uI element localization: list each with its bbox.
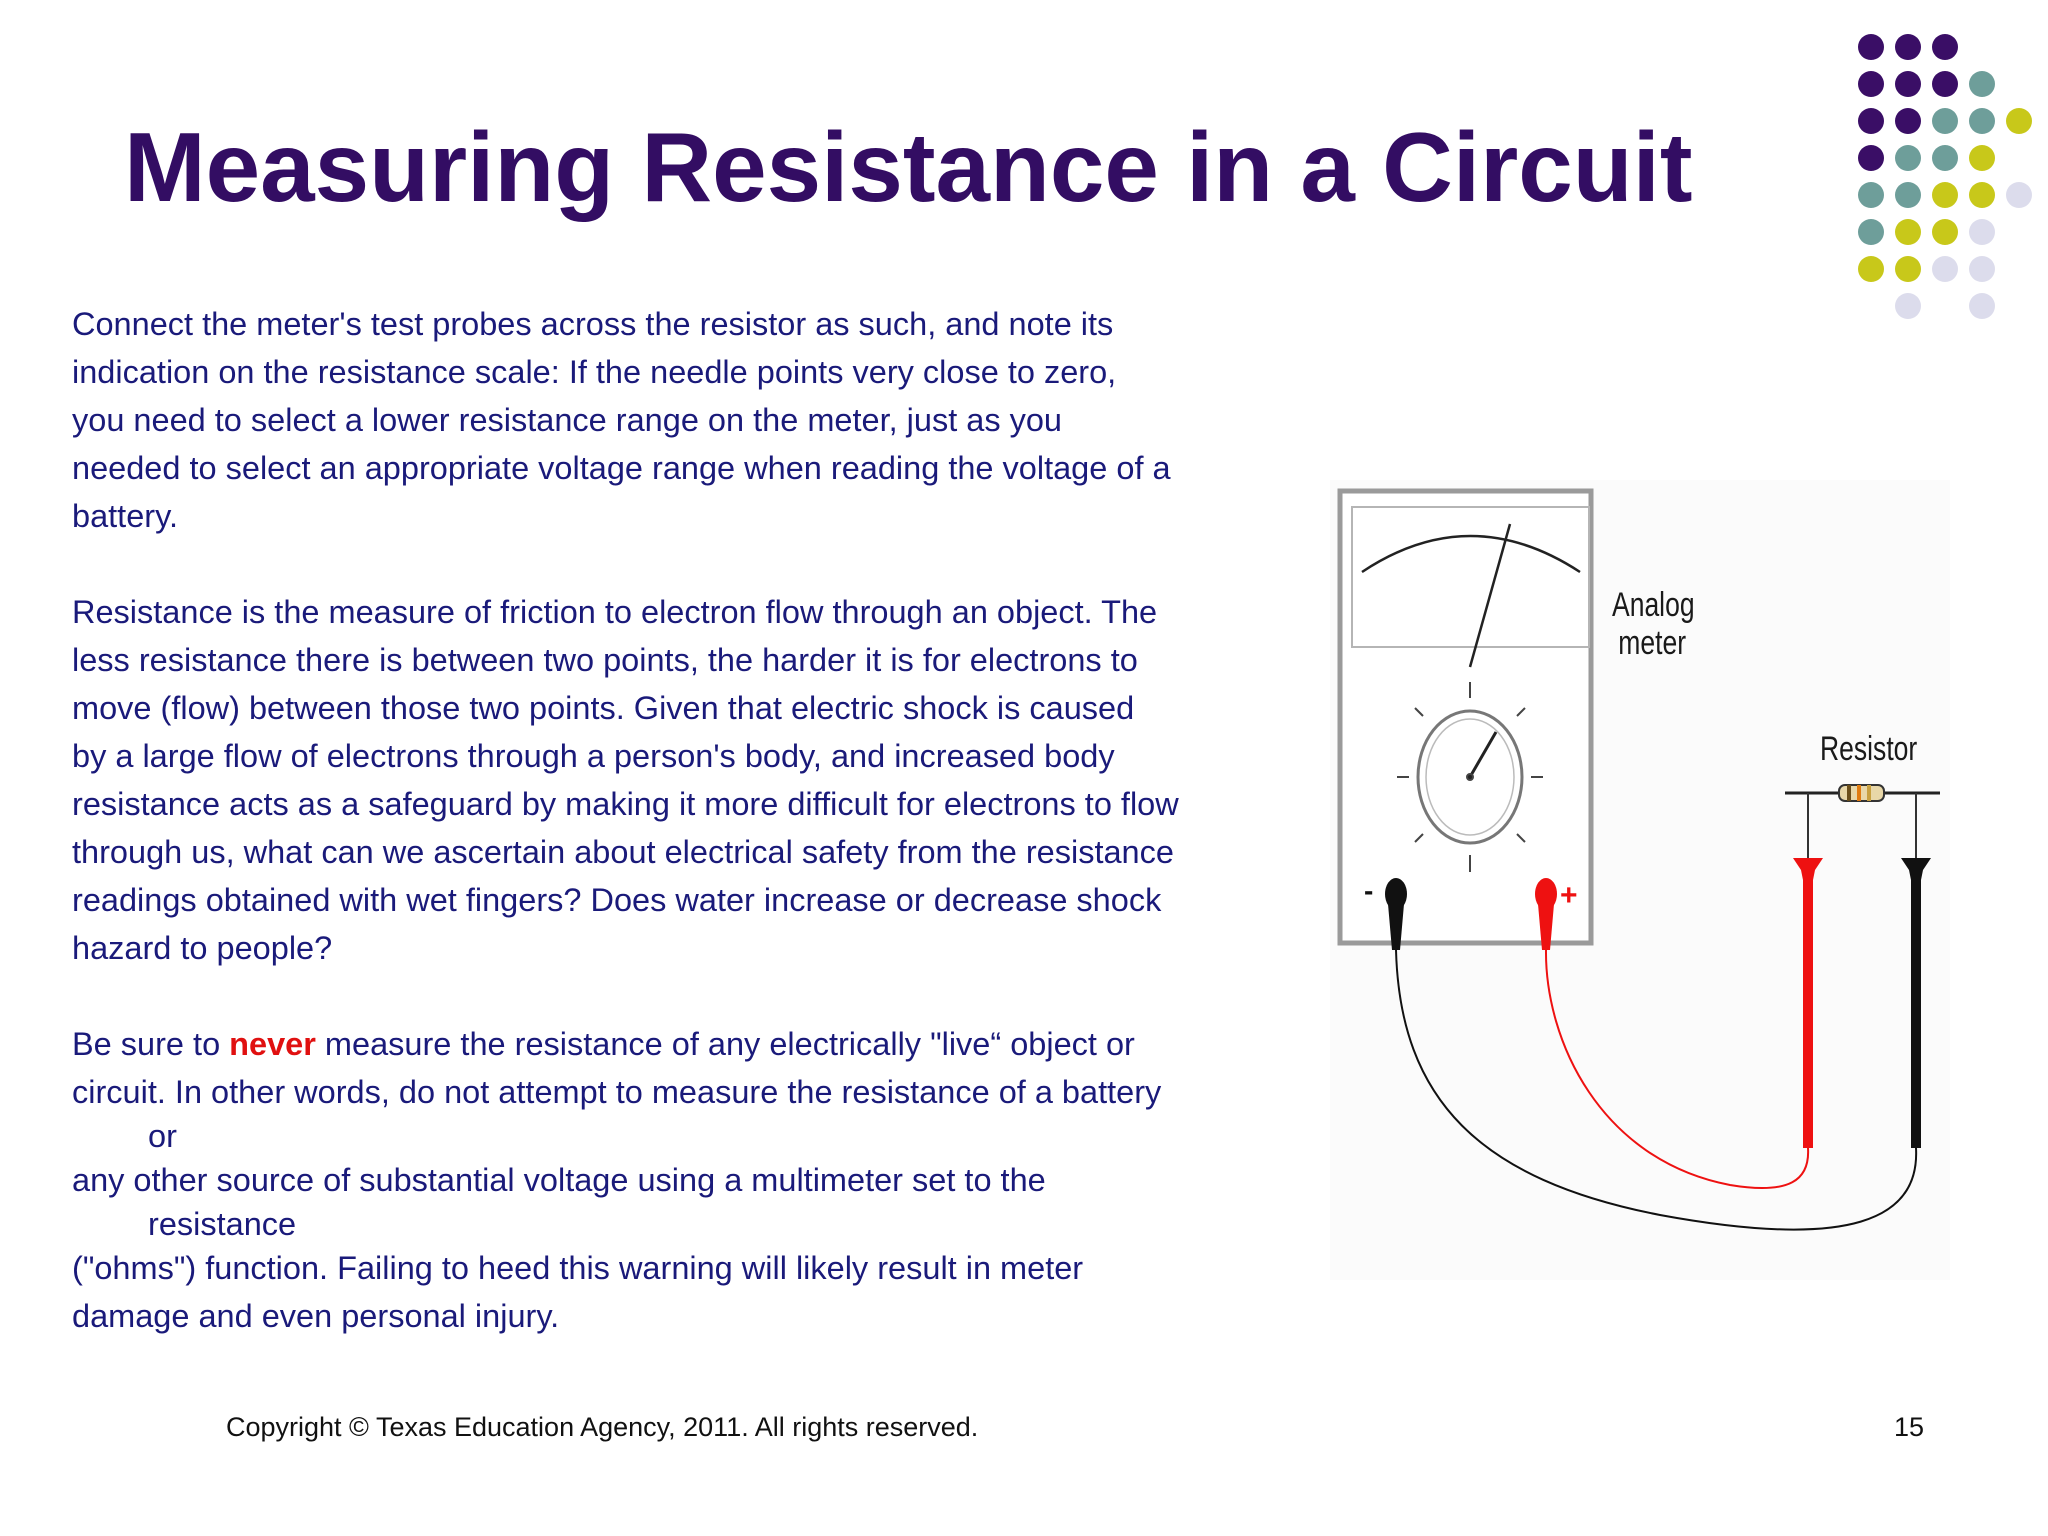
- text-line: through us, what can we ascertain about …: [72, 834, 1174, 870]
- decorative-dot: [1932, 108, 1958, 134]
- text-line: resistance: [148, 1206, 297, 1242]
- footer-copyright: Copyright © Texas Education Agency, 2011…: [226, 1412, 979, 1442]
- warning-emphasis: never: [229, 1026, 316, 1062]
- warning-prefix: Be sure to: [72, 1026, 230, 1062]
- decorative-dot: [1895, 293, 1921, 319]
- paragraph-2: Resistance is the measure of friction to…: [72, 588, 1252, 972]
- resistor-icon: [1838, 784, 1885, 802]
- decorative-dot: [1858, 145, 1884, 171]
- text-line: less resistance there is between two poi…: [72, 642, 1138, 678]
- text-line: Resistance is the measure of friction to…: [72, 594, 1158, 630]
- decorative-dot: [1969, 71, 1995, 97]
- text-line: circuit. In other words, do not attempt …: [72, 1074, 1162, 1110]
- test-probe-icon: [1901, 858, 1931, 1148]
- text-line: readings obtained with wet fingers? Does…: [72, 882, 1162, 918]
- meter-scale-arc: [1361, 534, 1581, 574]
- decorative-dot: [1932, 182, 1958, 208]
- paragraph-3-warning: Be sure to never measure the resistance …: [72, 1020, 1252, 1340]
- decorative-dot: [1969, 293, 1995, 319]
- text-line: ("ohms") function. Failing to heed this …: [72, 1250, 1084, 1286]
- decorative-dot: [1858, 71, 1884, 97]
- text-line: Connect the meter's test probes across t…: [72, 306, 1114, 342]
- decorative-dot: [1895, 34, 1921, 60]
- decorative-dot: [1895, 108, 1921, 134]
- meter-needle: [1468, 523, 1512, 668]
- page-number: 15: [1894, 1412, 1925, 1442]
- selector-dial-icon: [1397, 682, 1543, 872]
- text-line: you need to select a lower resistance ra…: [72, 402, 1063, 438]
- decorative-dot: [1895, 145, 1921, 171]
- decorative-dot: [1858, 182, 1884, 208]
- text-line: by a large flow of electrons through a p…: [72, 738, 1115, 774]
- decorative-dot: [2006, 182, 2032, 208]
- analog-meter-diagram: - + Analog meter Resistor: [1330, 480, 1950, 1280]
- paragraph-1: Connect the meter's test probes across t…: [72, 300, 1252, 540]
- analog-meter-label-line: meter: [1618, 624, 1687, 662]
- meter-diagram-svg: - +: [1337, 488, 1940, 1231]
- decorative-dot: [1895, 219, 1921, 245]
- positive-jack-icon: [1535, 878, 1557, 950]
- warning-suffix: measure the resistance of any electrical…: [315, 1026, 1135, 1062]
- text-line: move (flow) between those two points. Gi…: [72, 690, 1135, 726]
- negative-sign: -: [1364, 875, 1373, 906]
- text-line: needed to select an appropriate voltage …: [72, 450, 1171, 486]
- slide-title: Measuring Resistance in a Circuit: [124, 112, 1693, 222]
- meter-display-window: [1351, 506, 1590, 648]
- analog-meter-label-line: Analog: [1612, 586, 1695, 624]
- text-line: battery.: [72, 498, 178, 534]
- black-test-lead: [1395, 949, 1918, 1231]
- resistor-label: Resistor: [1820, 730, 1918, 768]
- analog-meter-label: Analog meter: [1612, 586, 1695, 662]
- decorative-dot: [1895, 71, 1921, 97]
- decorative-dot: [1932, 219, 1958, 245]
- decorative-dot: [1969, 182, 1995, 208]
- text-line: or: [148, 1118, 177, 1154]
- decorative-dot: [1895, 256, 1921, 282]
- text-line: damage and even personal injury.: [72, 1298, 560, 1334]
- decorative-dot: [1858, 256, 1884, 282]
- warning-first-line: Be sure to never measure the resistance …: [72, 1020, 1252, 1068]
- text-line: any other source of substantial voltage …: [72, 1162, 1046, 1198]
- decorative-dot: [1858, 108, 1884, 134]
- decorative-dot: [1932, 34, 1958, 60]
- body-text: Connect the meter's test probes across t…: [72, 300, 1252, 1340]
- negative-jack-icon: [1385, 878, 1407, 950]
- decorative-dot: [1969, 145, 1995, 171]
- decorative-dot: [2006, 108, 2032, 134]
- test-probe-icon: [1793, 858, 1823, 1148]
- text-line: resistance acts as a safeguard by making…: [72, 786, 1179, 822]
- text-line: hazard to people?: [72, 930, 333, 966]
- decorative-dot: [1858, 219, 1884, 245]
- decorative-dot: [1969, 256, 1995, 282]
- decorative-dot: [1858, 34, 1884, 60]
- decorative-dot: [1969, 108, 1995, 134]
- decorative-dot: [1932, 145, 1958, 171]
- decorative-dot: [1895, 182, 1921, 208]
- positive-sign: +: [1560, 879, 1578, 912]
- decorative-dot: [1969, 219, 1995, 245]
- red-test-lead: [1544, 949, 1810, 1190]
- text-line: indication on the resistance scale: If t…: [72, 354, 1117, 390]
- decorative-dot: [1932, 71, 1958, 97]
- decorative-dot: [1932, 256, 1958, 282]
- decorative-dots: [1858, 34, 2032, 319]
